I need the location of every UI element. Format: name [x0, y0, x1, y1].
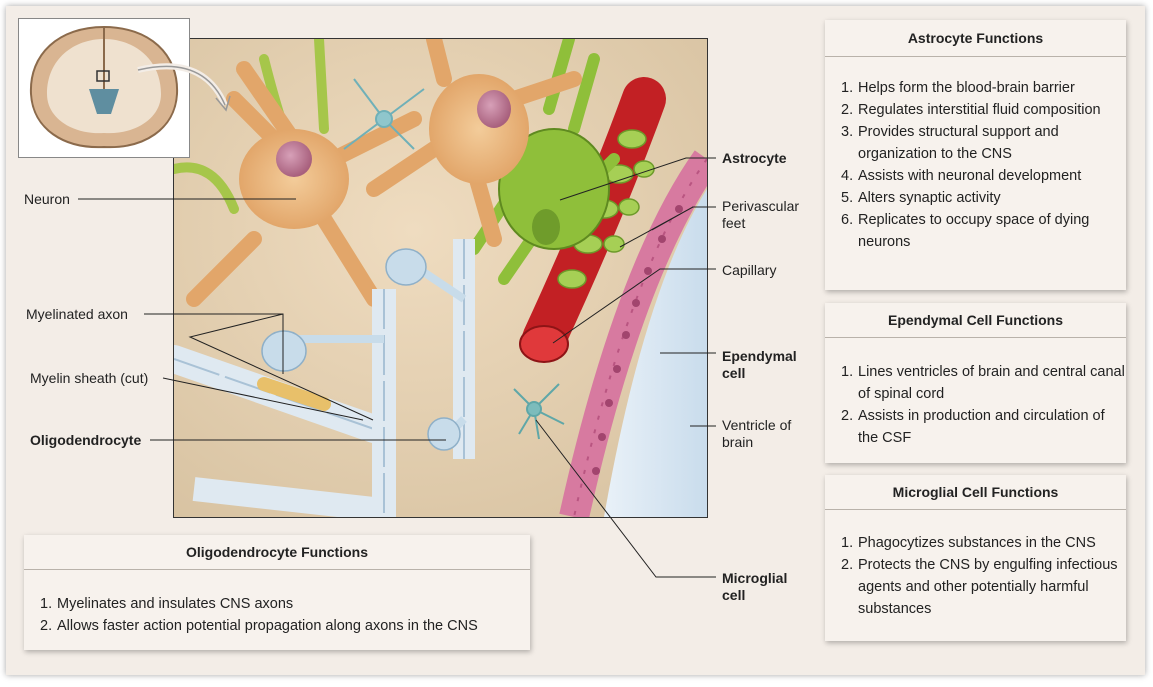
microglial-functions-list: 1.Phagocytizes substances in the CNS 2.P…	[825, 510, 1126, 620]
astrocyte-leader	[559, 157, 716, 201]
list-item: 6.Replicates to occupy space of dying ne…	[841, 212, 1090, 250]
label-ventricle-line1: Ventricle of	[722, 417, 792, 433]
label-neuron: Neuron	[24, 191, 70, 207]
label-oligodendrocyte: Oligodendrocyte	[30, 432, 142, 448]
capillary-leader	[552, 268, 716, 344]
microglial-functions-box: Microglial Cell Functions 1.Phagocytizes…	[825, 475, 1126, 641]
label-perivascular-line2: feet	[722, 215, 746, 231]
list-item: 1.Lines ventricles of brain and central …	[841, 364, 1125, 402]
label-ependymal-line2: cell	[722, 365, 746, 381]
label-ventricle-line2: brain	[722, 434, 754, 450]
label-astrocyte: Astrocyte	[722, 150, 787, 166]
astrocyte-cell	[468, 39, 620, 285]
label-microglial-cell: Microglial cell	[722, 570, 787, 604]
list-item: 1.Myelinates and insulates CNS axons	[40, 596, 294, 612]
label-myelin-sheath: Myelin sheath (cut)	[30, 370, 149, 386]
astrocyte-functions-list: 1.Helps form the blood-brain barrier 2.R…	[825, 57, 1126, 253]
list-item: 3.Provides structural support and organi…	[841, 124, 1059, 162]
oligodendrocyte-functions-list: 1.Myelinates and insulates CNS axons 2.A…	[24, 570, 530, 637]
microglial-functions-title: Microglial Cell Functions	[825, 475, 1126, 510]
label-perivascular-line1: Perivascular	[722, 198, 800, 214]
ependymal-functions-box: Ependymal Cell Functions 1.Lines ventric…	[825, 303, 1126, 463]
list-item: 5.Alters synaptic activity	[841, 190, 1001, 206]
list-item: 4.Assists with neuronal development	[841, 168, 1082, 184]
ependymal-functions-title: Ependymal Cell Functions	[825, 303, 1126, 338]
microglial-leader	[535, 419, 716, 578]
label-microglial-line1: Microglial	[722, 570, 788, 586]
astrocyte-functions-title: Astrocyte Functions	[825, 20, 1126, 57]
oligodendrocyte-functions-title: Oligodendrocyte Functions	[24, 535, 530, 570]
label-capillary: Capillary	[722, 262, 777, 278]
brain-section-thumbnail	[18, 18, 190, 158]
perivascular-feet-shapes	[557, 129, 655, 289]
neuroglia-illustration	[173, 38, 708, 518]
list-item: 1.Helps form the blood-brain barrier	[841, 80, 1075, 96]
capillary-opening	[519, 325, 569, 363]
ventricle-region	[604, 189, 707, 517]
oligodendrocyte-network	[174, 239, 475, 517]
list-item: 2.Regulates interstitial fluid compositi…	[841, 102, 1101, 118]
brain-coronal-section	[29, 25, 179, 149]
neuron-cells	[186, 39, 582, 307]
label-ventricle: Ventricle of brain	[722, 417, 791, 451]
label-myelinated-axon: Myelinated axon	[26, 306, 128, 322]
list-item: 2.Allows faster action potential propaga…	[40, 618, 478, 634]
background-glial	[343, 78, 425, 150]
microglial-cell-shape	[513, 383, 565, 440]
list-item: 2.Protects the CNS by engulfing infectio…	[841, 557, 1118, 617]
perivascular-leader	[619, 206, 716, 248]
ependymal-nuclei	[592, 205, 683, 475]
label-ependymal-line1: Ependymal	[722, 348, 797, 364]
list-item: 2.Assists in production and circulation …	[841, 408, 1105, 446]
location-box	[96, 70, 110, 82]
myelinated-axon-leader	[144, 313, 374, 421]
illustration-artwork	[174, 39, 707, 517]
label-perivascular-feet: Perivascular feet	[722, 198, 799, 232]
label-ependymal-cell: Ependymal cell	[722, 348, 797, 382]
list-item: 1.Phagocytizes substances in the CNS	[841, 535, 1096, 551]
ependymal-functions-list: 1.Lines ventricles of brain and central …	[825, 338, 1126, 449]
oligodendrocyte-functions-box: Oligodendrocyte Functions 1.Myelinates a…	[24, 535, 530, 650]
label-microglial-line2: cell	[722, 587, 746, 603]
myelin-sheath-leader	[162, 377, 364, 421]
astrocyte-functions-box: Astrocyte Functions 1.Helps form the blo…	[825, 20, 1126, 290]
